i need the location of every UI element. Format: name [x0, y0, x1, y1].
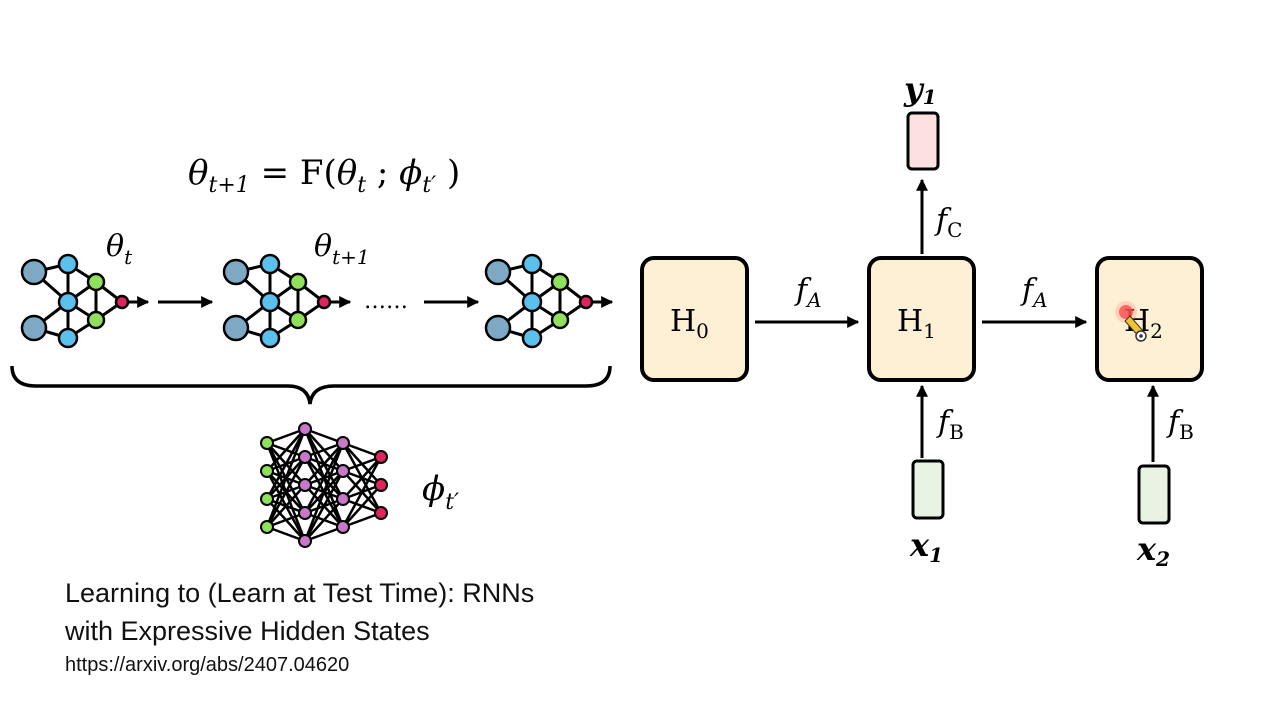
- network-edge: [303, 470, 345, 542]
- paper-title-line-2: with Expressive Hidden States: [65, 616, 430, 646]
- network-edge: [342, 484, 382, 528]
- fa-label-2: fA: [1020, 273, 1048, 312]
- hidden-state-h2: [1095, 256, 1204, 382]
- network-node: [336, 492, 350, 506]
- ellipsis-dots: ……: [364, 289, 408, 314]
- network-edge: [265, 456, 307, 528]
- network-edge: [342, 456, 382, 500]
- network-node: [57, 253, 79, 275]
- output-y1: [906, 111, 940, 171]
- network-node: [336, 436, 350, 450]
- inner-network-icon-2: [222, 253, 352, 349]
- network-node: [288, 310, 308, 330]
- network-node: [550, 272, 570, 292]
- network-node: [336, 464, 350, 478]
- network-edge: [265, 428, 307, 500]
- network-node: [222, 258, 250, 286]
- hidden-state-h0: [640, 256, 749, 382]
- paper-url-link[interactable]: https://arxiv.org/abs/2407.04620: [65, 654, 350, 676]
- hidden-state-h1: [867, 256, 976, 382]
- network-node: [114, 294, 130, 310]
- network-edge: [304, 442, 344, 486]
- network-node: [259, 253, 281, 275]
- network-node: [86, 272, 106, 292]
- network-node: [521, 253, 543, 275]
- curly-brace: [10, 365, 612, 405]
- network-node: [259, 327, 281, 349]
- network-edge: [304, 498, 344, 542]
- phi-t-prime-label: ϕt′: [422, 469, 459, 515]
- paper-title-line-1: Learning to (Learn at Test Time): RNNs: [65, 578, 535, 608]
- network-node: [578, 294, 594, 310]
- network-node: [57, 291, 79, 313]
- network-node: [259, 291, 281, 313]
- network-node: [550, 310, 570, 330]
- network-node: [298, 450, 312, 464]
- h0-label: H0: [670, 304, 709, 343]
- network-node: [484, 314, 512, 342]
- network-node: [260, 464, 274, 478]
- network-node: [260, 436, 274, 450]
- input-x2: [1137, 464, 1171, 525]
- fb-label-2: fB: [1166, 405, 1194, 444]
- theta-t-plus-1-label: θt+1: [314, 229, 370, 269]
- network-edge: [303, 442, 345, 514]
- y1-label: y1: [903, 70, 937, 109]
- network-node: [86, 310, 106, 330]
- network-node: [260, 492, 274, 506]
- network-node: [260, 520, 274, 534]
- network-node: [374, 506, 388, 520]
- inner-network-icon-1: [20, 253, 150, 349]
- network-node: [20, 258, 48, 286]
- network-edge: [266, 428, 306, 472]
- network-node: [20, 314, 48, 342]
- pen-cursor-icon: [1115, 301, 1147, 342]
- network-node: [298, 422, 312, 436]
- theta-t-label: θt: [106, 229, 133, 269]
- network-node: [298, 478, 312, 492]
- network-node: [222, 314, 250, 342]
- network-node: [336, 520, 350, 534]
- inner-network-icon-3: [484, 253, 614, 349]
- network-edge: [303, 442, 345, 542]
- fc-label: fC: [934, 203, 962, 242]
- network-edge: [266, 484, 306, 528]
- network-node: [521, 291, 543, 313]
- network-node: [288, 272, 308, 292]
- h1-label: H1: [897, 304, 936, 343]
- network-node: [316, 294, 332, 310]
- update-formula: θt+1 = F(θt ; ϕt′ ): [188, 153, 460, 198]
- x2-label: x2: [1136, 530, 1170, 571]
- input-x1: [911, 459, 945, 520]
- network-node: [484, 258, 512, 286]
- network-node: [374, 450, 388, 464]
- network-node: [521, 327, 543, 349]
- network-edge: [341, 456, 383, 528]
- network-edge: [265, 428, 307, 528]
- outer-network-icon: [260, 422, 388, 548]
- network-node: [298, 534, 312, 548]
- fa-label-1: fA: [794, 273, 822, 312]
- x1-label: x1: [909, 526, 943, 567]
- network-node: [57, 327, 79, 349]
- fb-label-1: fB: [936, 405, 964, 444]
- network-node: [298, 506, 312, 520]
- network-node: [374, 478, 388, 492]
